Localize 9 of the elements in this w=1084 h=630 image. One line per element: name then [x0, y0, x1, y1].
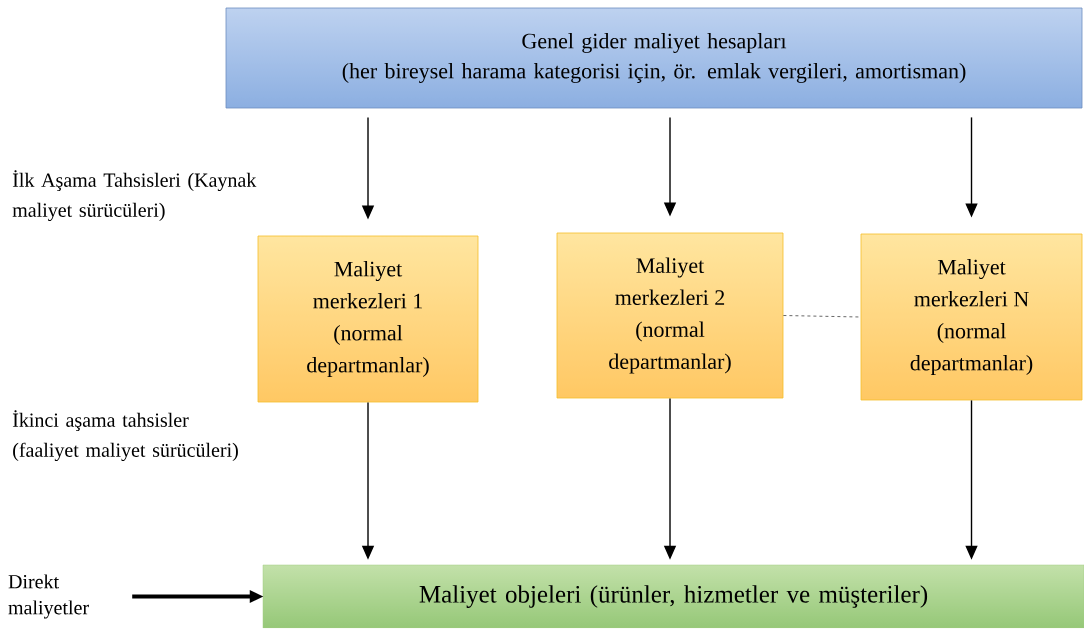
cost-center-box: Maliyet merkezleri N (normal departmanlar)	[860, 233, 1083, 401]
cost-center-box: Maliyet merkezleri 1 (normal departmanlar)	[257, 235, 479, 403]
side-label: Direkt maliyetler	[8, 574, 89, 619]
cost-center-box: Maliyet merkezleri 2 (normal departmanlar)	[556, 232, 784, 399]
header-box: Genel gider maliyet hesapları (her bireysel harama kategorisi için, ör. emlak vergileri, amortisman)	[225, 7, 1083, 109]
connector-line	[783, 315, 861, 318]
stage-label: İlk Aşama Tahsisleri (Kaynak maliyet sürücüleri)	[12, 170, 257, 221]
stage-label: İkinci aşama tahsisler (faaliyet maliyet sürücüleri)	[12, 410, 238, 461]
result-box: Maliyet objeleri (ürünler, hizmetler ve müşteriler)	[262, 564, 1084, 629]
